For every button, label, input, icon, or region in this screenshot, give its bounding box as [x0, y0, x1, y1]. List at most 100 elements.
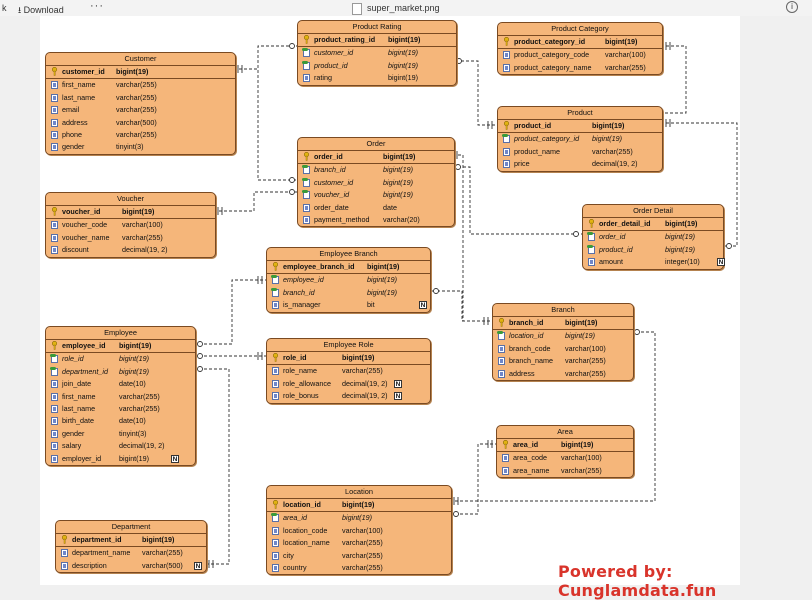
column-row[interactable]: product_category_name varchar(255) [498, 62, 662, 74]
column-type: varchar(255) [605, 62, 646, 72]
crowfoot-marker [289, 177, 295, 183]
more-options-button[interactable]: ··· [90, 0, 104, 12]
column-type: decimal(19, 2) [342, 378, 388, 388]
column-type: bigint(19) [383, 165, 413, 175]
column-name: area_id [513, 440, 539, 449]
column-name: location_name [283, 538, 330, 548]
column-type: varchar(100) [605, 50, 646, 60]
column-icon [51, 392, 58, 401]
column-name: role_bonus [283, 391, 319, 401]
download-button[interactable]: ⭳ Download [18, 3, 64, 19]
foreign-key-icon [587, 232, 595, 242]
foreign-key-icon [302, 165, 310, 175]
crowfoot-marker [455, 164, 461, 170]
link-order-order-detail [453, 166, 582, 235]
column-name: product_category_name [514, 62, 592, 72]
column-name: area_name [513, 465, 550, 475]
primary-key-icon [272, 499, 279, 509]
info-icon[interactable]: i [786, 1, 798, 13]
